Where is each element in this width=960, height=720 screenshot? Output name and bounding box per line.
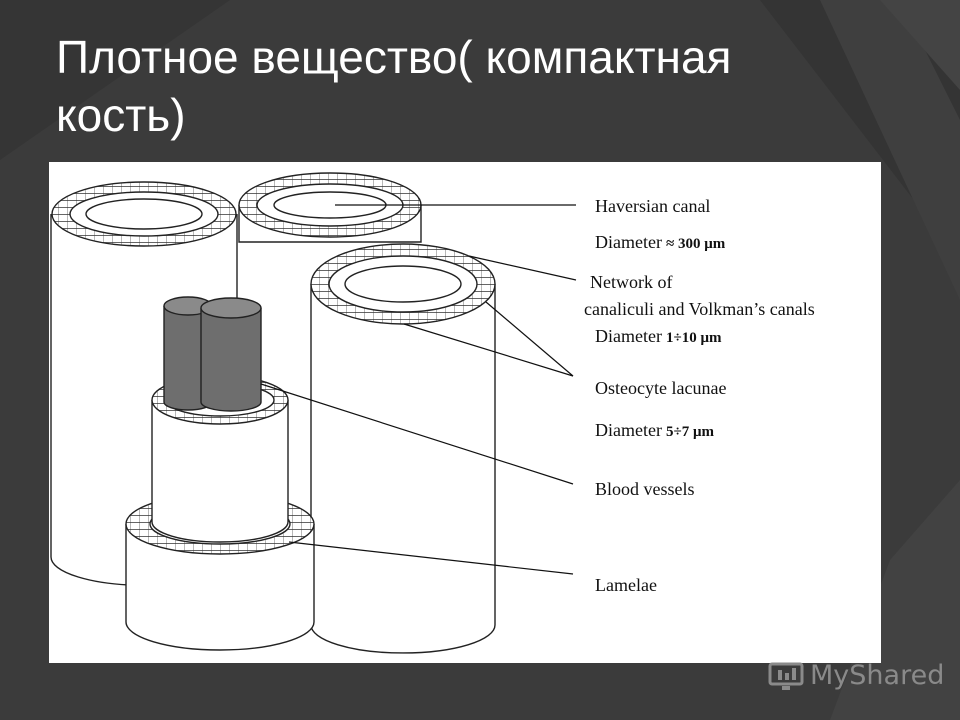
osteon-stepped xyxy=(125,375,315,651)
watermark-text: MyShared xyxy=(810,660,945,691)
osteocyte-lacunae-label: Osteocyte lacunae xyxy=(595,378,727,398)
myshared-logo-icon xyxy=(768,662,804,690)
network-diameter-value: 1÷10 μm xyxy=(665,330,722,346)
title-line-1: Плотное вещество( компактная xyxy=(56,31,732,83)
osteocyte-diameter-label: Diameter xyxy=(595,420,662,440)
haversian-diameter-value: ≈ 300 μm xyxy=(665,236,726,252)
osteon-back-middle xyxy=(238,172,422,243)
osteocyte-diameter-value: 5÷7 μm xyxy=(665,424,714,440)
haversian-diameter-label: Diameter xyxy=(595,232,662,252)
blood-vessels xyxy=(163,296,262,412)
bone-diagram: Haversian canal Diameter≈ 300 μm Network… xyxy=(49,162,881,663)
network-label-line2: canaliculi and Volkman’s canals xyxy=(584,299,815,319)
title-line-2: кость) xyxy=(56,89,186,141)
leader-lines xyxy=(260,204,577,575)
osteon-right xyxy=(310,243,496,654)
haversian-diameter: Diameter≈ 300 μm xyxy=(595,232,725,254)
osteon-illustration xyxy=(50,172,577,654)
blood-vessels-label: Blood vessels xyxy=(595,479,695,499)
lamelae-label: Lamelae xyxy=(595,575,657,595)
slide-title: Плотное вещество( компактная кость) xyxy=(56,28,896,144)
haversian-canal-label: Haversian canal xyxy=(595,196,711,216)
network-diameter-label: Diameter xyxy=(595,326,662,346)
network-label-line1: Network of xyxy=(590,272,673,292)
